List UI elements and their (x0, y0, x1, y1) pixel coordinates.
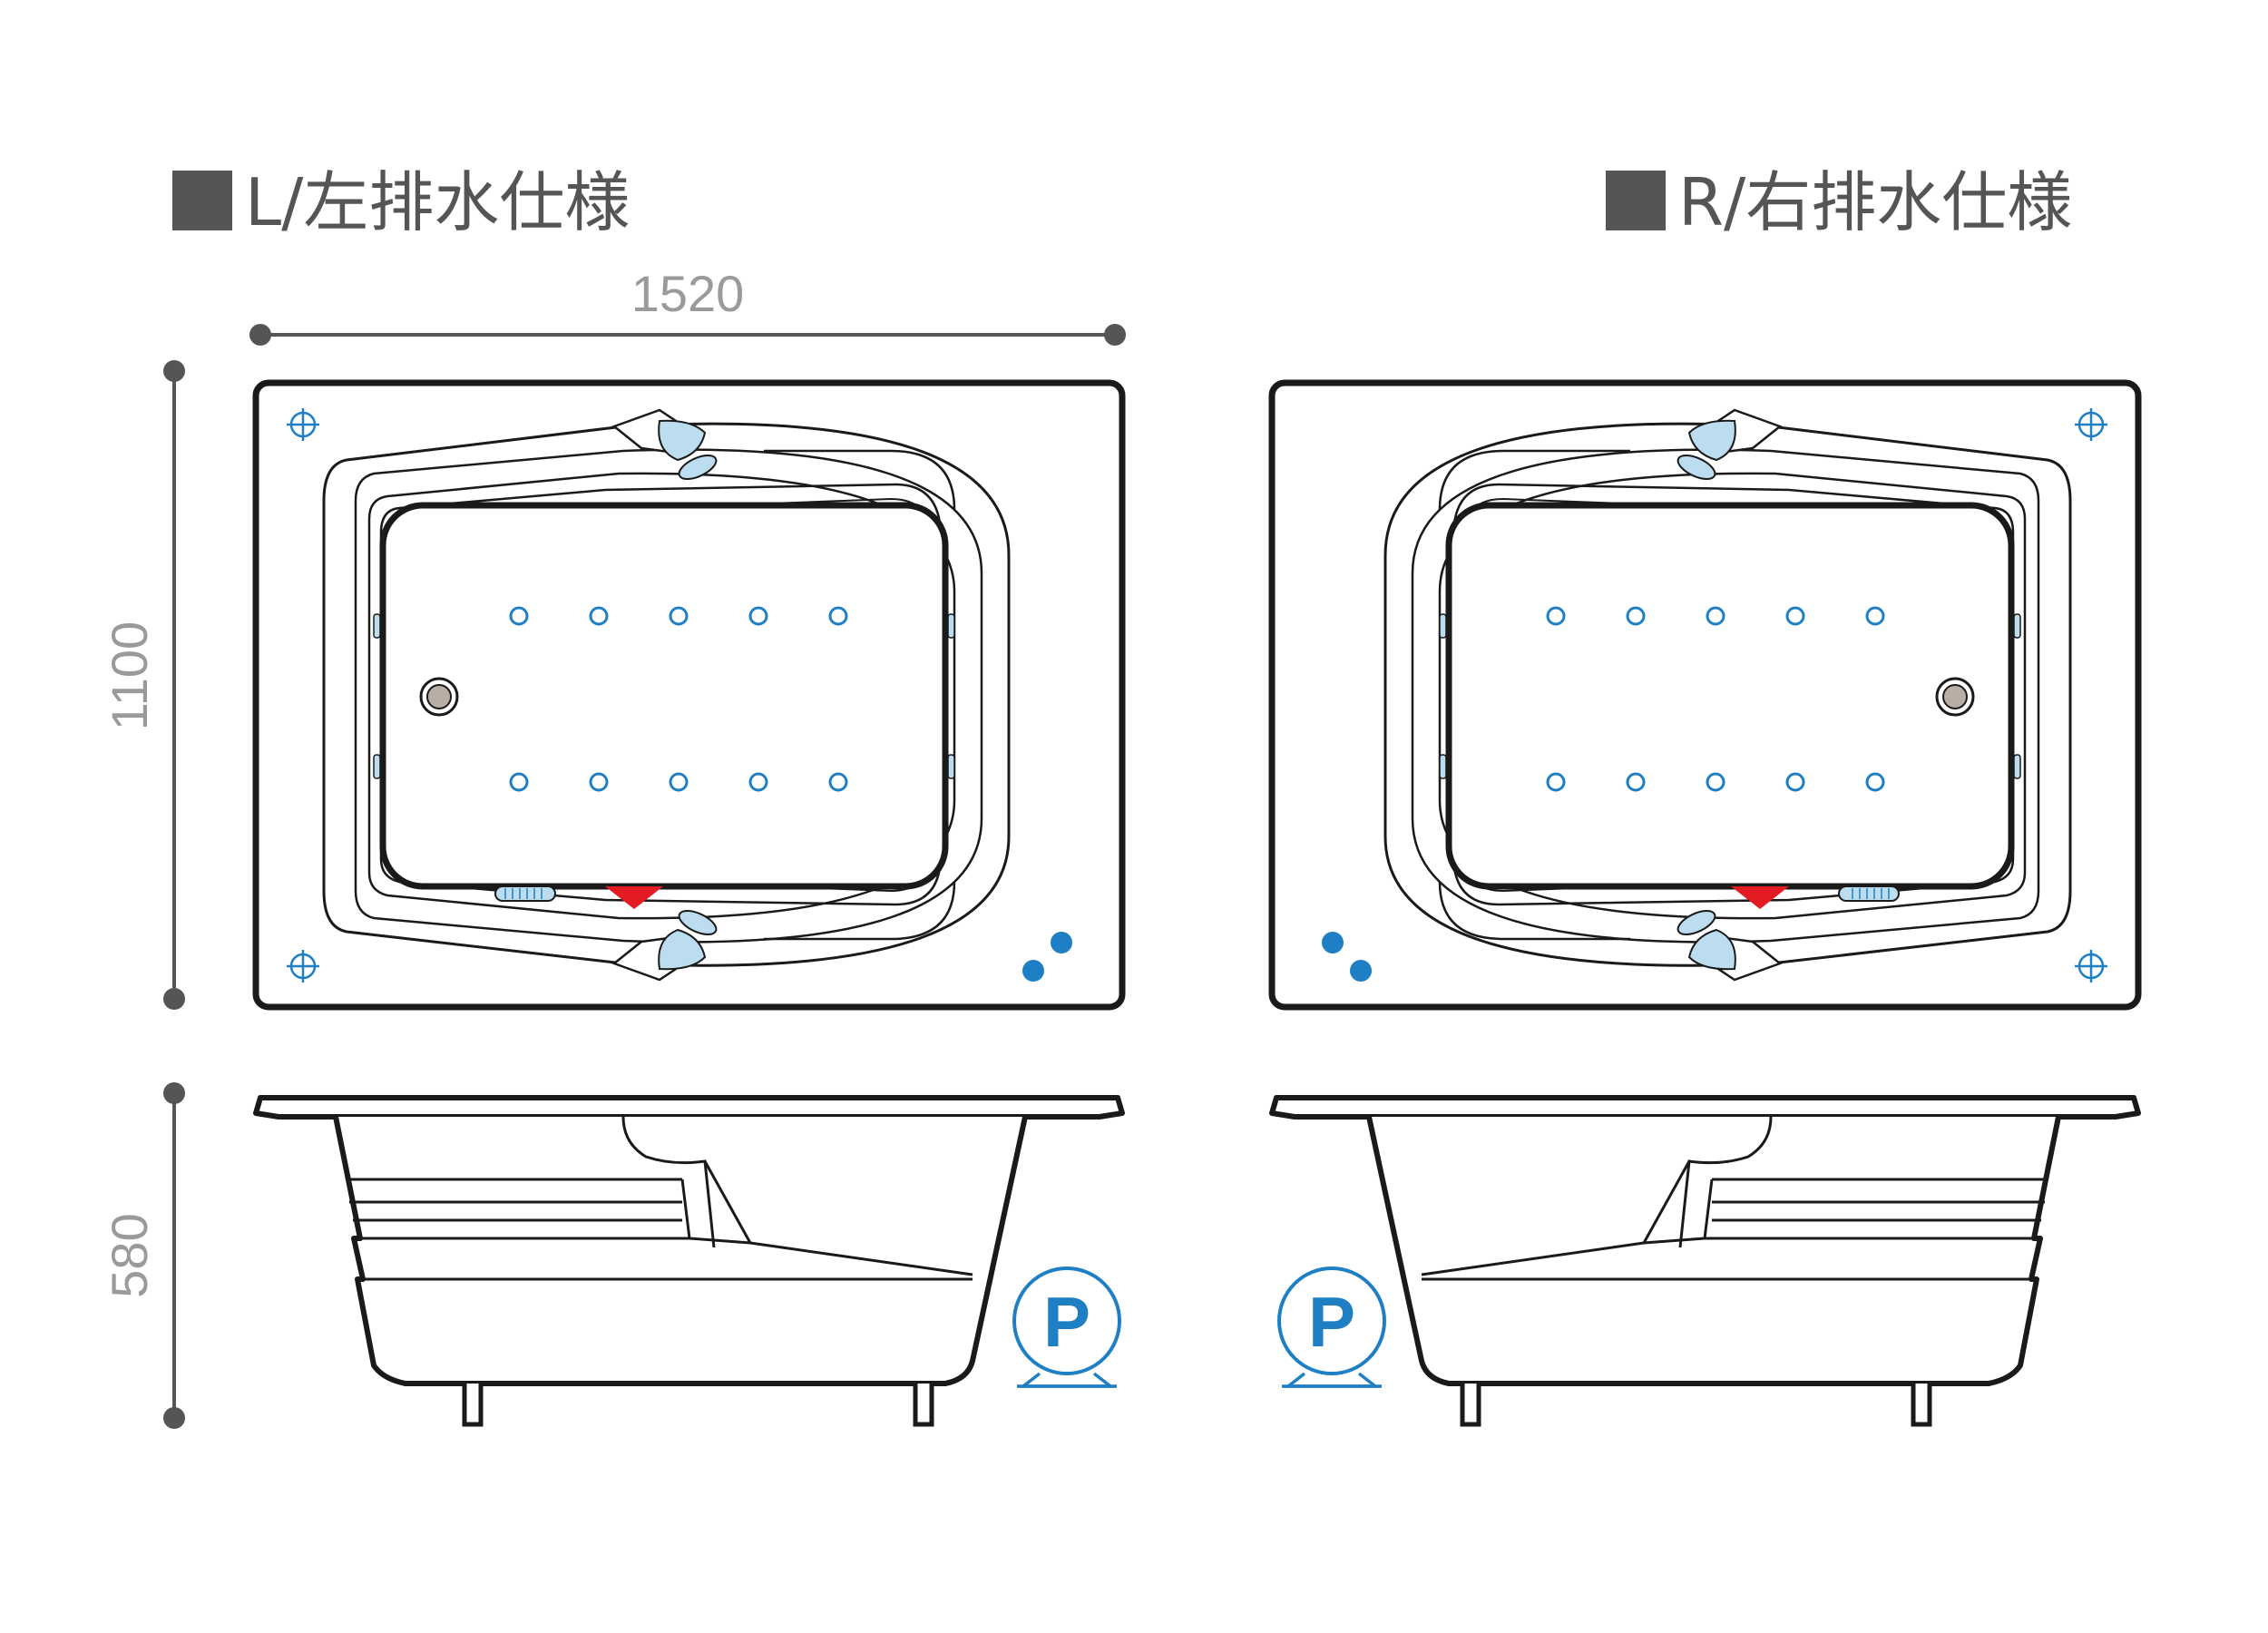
title-square-left-icon (172, 171, 232, 230)
pump-badge-right-label: P (1308, 1282, 1355, 1362)
height-dimension (163, 1082, 185, 1429)
width-label: 1520 (631, 265, 745, 322)
pump-badge-right-icon: P (1277, 1266, 1386, 1388)
pump-badge-left-label: P (1043, 1282, 1090, 1362)
width-dimension (249, 324, 1126, 346)
depth-label: 1100 (101, 621, 158, 730)
title-right: R/右排水仕様 (1678, 164, 2072, 240)
depth-dimension (163, 360, 185, 1010)
side-view-right (1272, 1098, 2138, 1424)
pump-badge-left-icon: P (1012, 1266, 1121, 1388)
side-view-left (256, 1098, 1122, 1424)
plan-view-left (256, 383, 1122, 1007)
title-square-right-icon (1606, 171, 1666, 230)
height-label: 580 (101, 1213, 158, 1297)
plan-view-right (1272, 383, 2138, 1007)
title-left: L/左排水仕様 (245, 164, 630, 240)
